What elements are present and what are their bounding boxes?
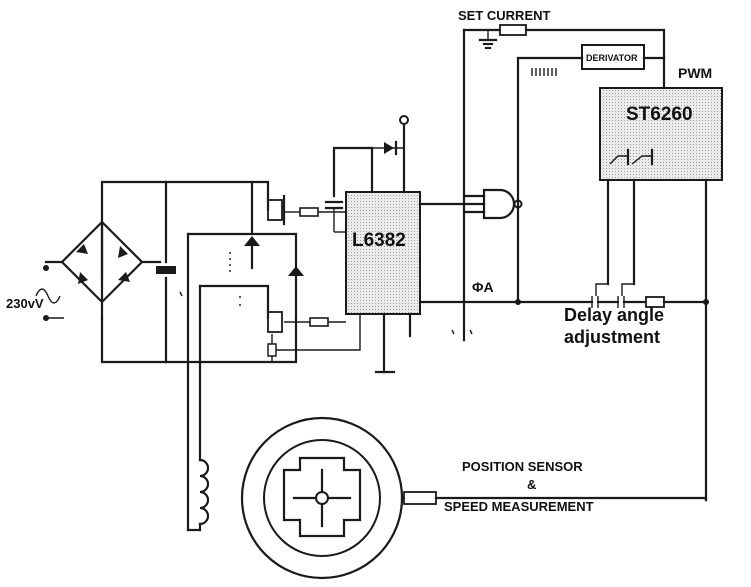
delay-angle-label-line1: Delay angle	[564, 305, 664, 325]
delay-angle-label-line2: adjustment	[564, 327, 660, 347]
derivator-label: DERIVATOR	[586, 53, 638, 63]
ac-source-symbol	[35, 288, 61, 304]
mains-voltage-label: 230vV	[6, 296, 44, 311]
pwm-label: PWM	[678, 65, 712, 81]
driver-chip-label: L6382	[352, 230, 406, 251]
position-sensor-label-line3: SPEED MEASUREMENT	[444, 499, 594, 514]
position-sensor	[400, 491, 708, 505]
derivator-block	[516, 44, 666, 304]
set-current-input	[462, 24, 666, 342]
phase-a-label: ΦA	[472, 279, 494, 295]
mcu-chip-label: ST6260	[626, 104, 693, 125]
set-current-label: SET CURRENT	[458, 8, 551, 23]
half-bridge-stage	[186, 180, 346, 532]
phase-a-line	[418, 283, 709, 308]
position-sensor-label-line1: POSITION SENSOR	[462, 459, 583, 474]
bulk-capacitor	[156, 180, 183, 364]
motor-winding	[186, 284, 210, 532]
st6260-microcontroller	[599, 87, 723, 502]
bridge-rectifier	[43, 180, 298, 364]
position-sensor-label-line2: &	[527, 477, 536, 492]
nand-gate	[418, 188, 523, 220]
motor-rotor	[240, 416, 404, 580]
l6382-driver-chip	[276, 115, 473, 374]
